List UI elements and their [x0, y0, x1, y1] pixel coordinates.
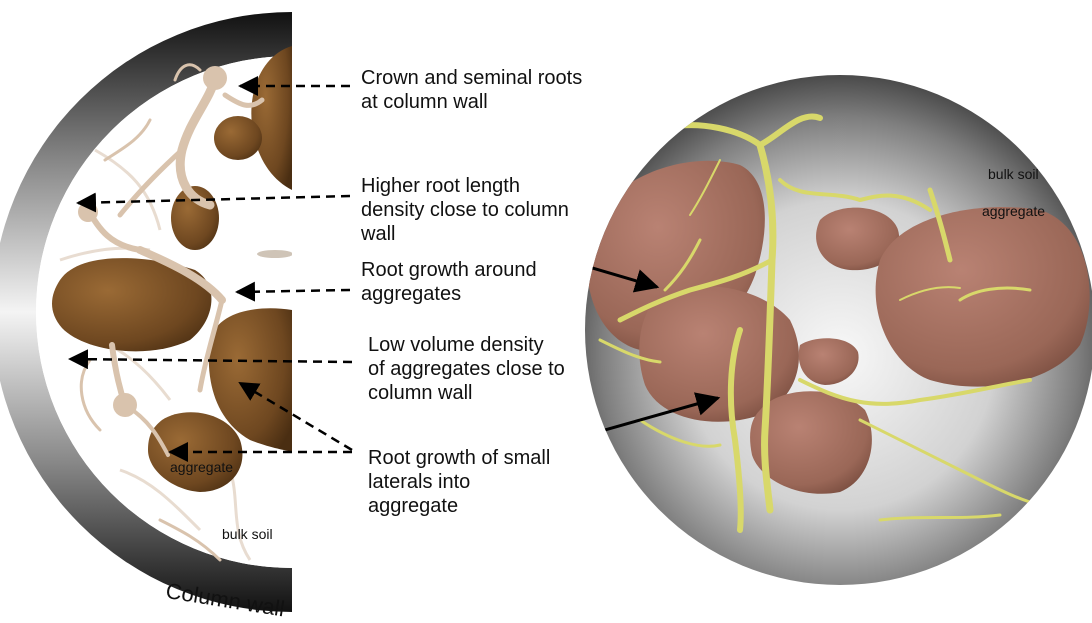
annotation-volume-density: Low volume density of aggregates close t…: [368, 333, 565, 405]
annotation-root-length: Higher root length density close to colu…: [361, 174, 569, 246]
annotation-around-aggregates: Root growth around aggregates: [361, 258, 537, 306]
root-crown-top: [203, 66, 227, 90]
root-crown-bottom: [113, 393, 137, 417]
annotation-laterals: Root growth of small laterals into aggre…: [368, 446, 550, 518]
scan-aggregate-label: aggregate: [982, 203, 1045, 219]
ct-scan-view: [572, 75, 1092, 585]
scan-bulk-soil-label: bulk soil: [988, 166, 1039, 182]
schematic-aggregate-label: aggregate: [170, 459, 233, 475]
aggregate-sliver: [257, 250, 293, 258]
schematic-bulk-soil-label: bulk soil: [222, 526, 273, 542]
aggregate-small-top: [214, 116, 262, 160]
root-crown-left: [78, 202, 98, 222]
column-schematic: [0, 12, 352, 612]
annotation-crown-roots: Crown and seminal roots at column wall: [361, 66, 582, 114]
